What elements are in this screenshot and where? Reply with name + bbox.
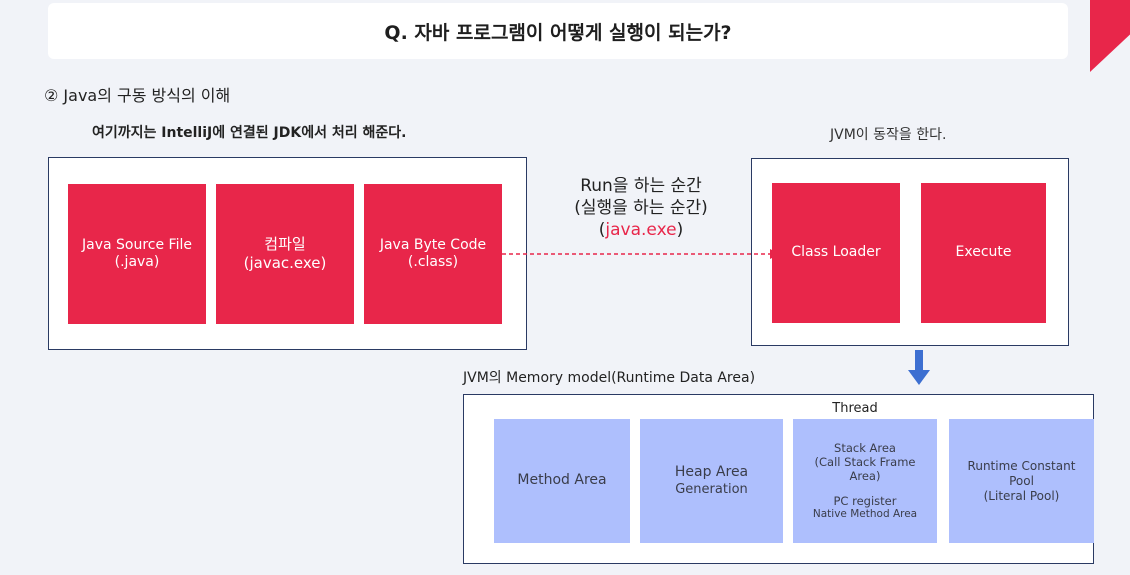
compile-exe: (javac.exe): [243, 254, 327, 272]
execute-label: Execute: [955, 244, 1012, 261]
compile-label: 컴파일: [264, 235, 306, 254]
java-source-file-box: Java Source File (.java): [68, 184, 206, 324]
stack-area-box: Stack Area (Call Stack Frame Area) PC re…: [793, 419, 937, 543]
execute-box: Execute: [921, 183, 1046, 323]
jvm-caption: JVM이 동작을 한다.: [830, 127, 947, 143]
stack-area-label: Stack Area: [834, 440, 896, 455]
run-connector-arrow: [502, 249, 780, 259]
heap-generation-label: Generation: [675, 481, 748, 497]
section-heading: ② Java의 구동 방식의 이해: [44, 86, 231, 105]
stack-frame-label: (Call Stack Frame: [814, 455, 916, 470]
run-line-3: (java.exe): [598, 220, 684, 241]
java-source-file-ext: (.java): [114, 254, 160, 270]
constant-pool-label-1: Runtime Constant: [967, 458, 1076, 473]
class-loader-box: Class Loader: [772, 183, 900, 323]
native-method-area-label: Native Method Area: [812, 508, 918, 521]
heap-area-box: Heap Area Generation: [640, 419, 783, 543]
corner-decoration: [1090, 0, 1130, 72]
jdk-caption: 여기까지는 IntelliJ에 연결된 JDK에서 처리 해준다.: [92, 125, 407, 141]
page-title: Q. 자바 프로그램이 어떻게 실행이 되는가?: [48, 3, 1068, 59]
constant-pool-label-2: Pool: [1009, 473, 1034, 488]
memory-model-caption: JVM의 Memory model(Runtime Data Area): [463, 370, 756, 386]
java-byte-code-ext: (.class): [407, 254, 459, 270]
run-moment-label: Run을 하는 순간 (실행을 하는 순간) (java.exe): [536, 175, 746, 241]
class-loader-label: Class Loader: [791, 244, 881, 261]
stack-frame-area-label: Area): [849, 469, 881, 484]
literal-pool-label: (Literal Pool): [983, 488, 1060, 503]
pc-register-label: PC register: [833, 493, 897, 508]
java-byte-code-label: Java Byte Code: [379, 236, 487, 253]
run-line-1: Run을 하는 순간: [580, 176, 702, 196]
method-area-box: Method Area: [494, 419, 630, 543]
thread-label: Thread: [832, 401, 878, 416]
run-line-2: (실행을 하는 순간): [574, 198, 708, 219]
method-area-label: Method Area: [517, 472, 607, 489]
java-source-file-label: Java Source File: [82, 236, 192, 253]
runtime-constant-pool-box: Runtime Constant Pool (Literal Pool): [949, 419, 1094, 543]
down-arrow-icon: [908, 350, 930, 385]
java-byte-code-box: Java Byte Code (.class): [364, 184, 502, 324]
java-exe-highlight: java.exe: [605, 220, 677, 241]
heap-area-label: Heap Area: [674, 464, 749, 481]
compile-box: 컴파일 (javac.exe): [216, 184, 354, 324]
